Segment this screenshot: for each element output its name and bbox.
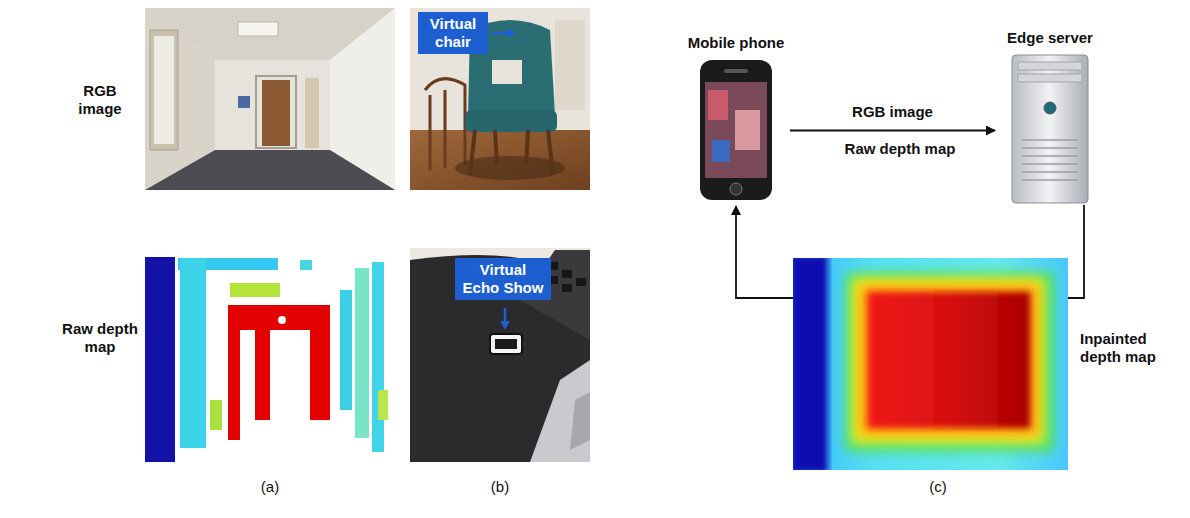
- phone-icon: [724, 69, 748, 73]
- server-icon: [1018, 74, 1082, 82]
- server-icon: [1022, 139, 1078, 141]
- hallway-photo: [262, 80, 290, 146]
- chair-photo: [465, 110, 557, 132]
- text-label: Raw depth map: [60, 320, 140, 356]
- pointer-arrow: [500, 321, 510, 330]
- phone-icon: [708, 90, 728, 120]
- phone-icon: [712, 140, 730, 162]
- phone-icon: [730, 183, 742, 195]
- chair-photo: [425, 79, 465, 170]
- raw-depth-map: [378, 390, 388, 420]
- phone-icon: [735, 110, 760, 150]
- figure-node: Edge server: [1010, 53, 1090, 205]
- raw-depth-map: [372, 262, 384, 452]
- connector: [1068, 205, 1084, 298]
- raw-depth-map: [145, 257, 175, 462]
- inpainted-heatmap: [860, 285, 1038, 435]
- figure-node: Mobile phone: [697, 58, 775, 203]
- hallway-photo: [305, 78, 319, 148]
- desk-photo: [562, 270, 572, 278]
- hallway-photo: [154, 36, 174, 144]
- inpainted-heatmap: [852, 278, 1044, 443]
- raw-depth-map: [228, 305, 330, 440]
- server-icon: [1044, 102, 1056, 114]
- desk-photo: [495, 339, 517, 349]
- server-icon: [1022, 163, 1078, 165]
- raw-depth-map: [278, 316, 286, 324]
- panel-caption: (b): [480, 478, 520, 495]
- desk-photo: [490, 334, 522, 354]
- hallway-photo: [145, 8, 395, 190]
- inpainted-heatmap: [793, 258, 1068, 470]
- chair-photo: [492, 60, 522, 84]
- chair-photo: [555, 20, 585, 110]
- phone-icon: [700, 60, 772, 200]
- connector: [736, 206, 793, 298]
- phone-icon: [705, 82, 767, 178]
- chair-photo: [470, 130, 553, 175]
- inpainted-heatmap: [845, 272, 1055, 452]
- inpainted-heatmap: [793, 258, 828, 470]
- desk-photo: [530, 360, 590, 462]
- hallway-photo: [238, 96, 250, 108]
- text-label: RGB image: [60, 82, 140, 118]
- server-icon: [1012, 55, 1088, 203]
- raw-depth-map: [180, 258, 206, 448]
- chair-photo: [410, 130, 590, 190]
- server-icon: [1018, 62, 1082, 70]
- server-icon: [1022, 147, 1078, 149]
- desk-photo: [548, 262, 586, 292]
- desk-photo: [570, 392, 590, 450]
- desk-photo: [562, 284, 572, 292]
- inpainted-heatmap: [793, 258, 1068, 470]
- chair-photo: [410, 8, 590, 190]
- figure-title: Inpainted depth map: [1080, 330, 1160, 366]
- server-icon: [1012, 55, 1088, 203]
- raw-depth-map: [300, 260, 312, 270]
- desk-photo: [410, 255, 590, 462]
- server-icon: [1022, 140, 1078, 180]
- panel-caption: (a): [250, 478, 290, 495]
- text-label: Raw depth map: [835, 140, 965, 158]
- chair-photo: [410, 8, 590, 190]
- label-box: Virtual Echo Show: [455, 258, 551, 300]
- raw-depth-map: [145, 255, 395, 462]
- inpainted-heatmap: [868, 292, 1030, 428]
- raw-depth-map: [355, 268, 369, 438]
- pointer-arrow: [507, 28, 516, 38]
- desk-photo: [410, 248, 590, 462]
- box-label: Virtual Echo Show: [461, 261, 545, 297]
- hallway-photo: [145, 8, 395, 190]
- hallway-photo: [238, 22, 278, 36]
- box-label: Virtual chair: [424, 15, 482, 51]
- hallway-photo: [145, 150, 395, 190]
- connector: [790, 130, 995, 132]
- server-icon: [1022, 171, 1078, 173]
- raw-depth-map: [145, 255, 395, 462]
- desk-photo: [576, 278, 586, 286]
- figure-title: Mobile phone: [687, 34, 785, 52]
- hallway-photo: [256, 76, 296, 148]
- server-icon: [1022, 155, 1078, 157]
- raw-depth-map: [340, 290, 352, 410]
- label-box: Virtual chair: [418, 12, 488, 54]
- raw-depth-map: [210, 400, 222, 430]
- desk-photo: [410, 248, 590, 462]
- edge-label: RGB image: [849, 103, 936, 120]
- panel-caption: (c): [918, 478, 958, 495]
- raw-depth-map: [230, 283, 280, 297]
- figure-title: Edge server: [1000, 29, 1100, 47]
- hallway-photo: [150, 30, 178, 150]
- server-icon: [1022, 179, 1078, 181]
- pointer-arrow: [492, 32, 508, 35]
- phone-icon: [700, 60, 772, 200]
- pointer-arrow: [504, 308, 507, 322]
- figure-node: Inpainted depth map: [793, 258, 1068, 470]
